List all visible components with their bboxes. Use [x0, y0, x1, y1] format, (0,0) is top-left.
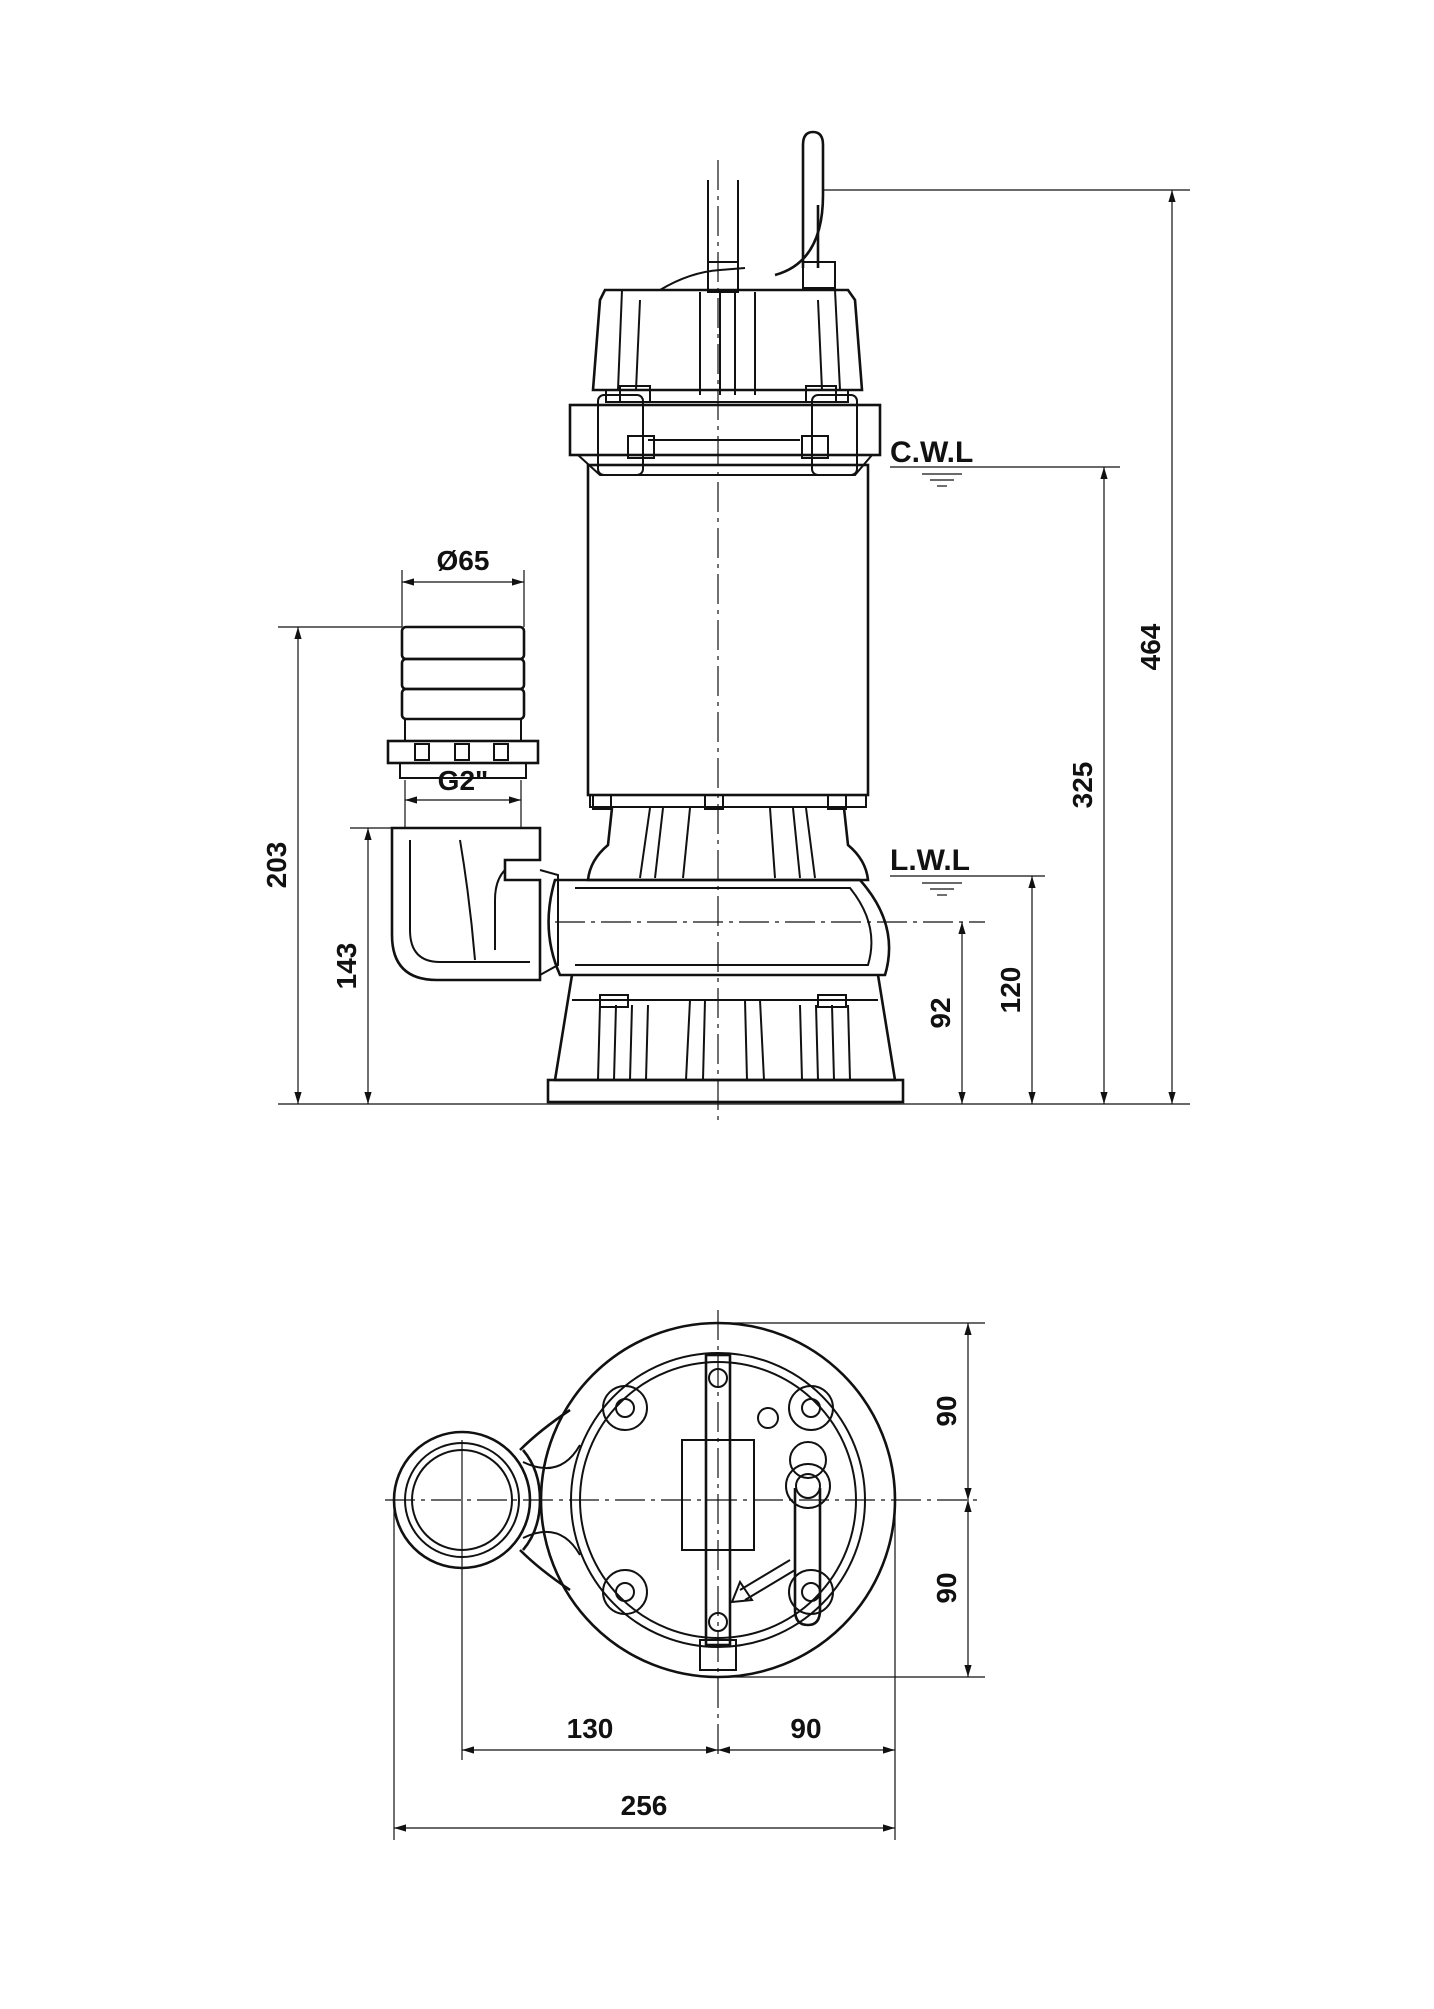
cable-entry-plan — [785, 1441, 831, 1627]
outlet-thread-dimension: G2" — [404, 765, 522, 828]
top-view: 90 90 130 90 256 — [385, 1310, 985, 1840]
outlet-diameter-dimension: Ø65 — [401, 545, 525, 627]
outlet-offset-value: 130 — [567, 1713, 614, 1744]
overall-width-value: 256 — [621, 1790, 668, 1821]
horizontal-offset-dimensions: 130 90 — [461, 1440, 896, 1840]
overall-height-dimension: 464 — [823, 189, 1190, 1104]
motor-body — [586, 463, 870, 810]
lwl-height-dimension: 120 — [995, 876, 1036, 1104]
body-radius-value: 90 — [790, 1713, 821, 1744]
pump-neck — [586, 807, 870, 882]
lwl-label: L.W.L — [890, 844, 970, 877]
cwl-height-value: 325 — [1067, 762, 1098, 809]
handle-plan — [681, 1353, 755, 1671]
inlet-center-height-value: 92 — [925, 997, 956, 1028]
overall-width-dimension: 256 — [393, 1500, 895, 1840]
motor-top-cap — [591, 288, 864, 403]
lower-half-dimension: 90 — [718, 1500, 985, 1678]
inlet-center-height-dimension: 92 — [925, 922, 966, 1104]
base-strainer — [546, 974, 905, 1104]
lower-half-value: 90 — [931, 1572, 962, 1603]
motor-flange — [568, 394, 882, 476]
cwl-height-dimension: 325 — [1067, 467, 1108, 1104]
upper-half-value: 90 — [931, 1395, 962, 1426]
volute-casing — [547, 878, 985, 977]
cable-handle — [659, 130, 836, 293]
cwl-label: C.W.L — [890, 436, 973, 469]
outlet-height-value: 203 — [261, 842, 292, 889]
lwl-marker: L.W.L — [890, 844, 1045, 896]
side-view: Ø65 G2" C.W.L L.W.L 4 — [261, 130, 1190, 1125]
elbow-height-dimension: 143 — [331, 827, 392, 1104]
bolt-lugs — [602, 1368, 834, 1632]
discharge-elbow — [390, 826, 559, 982]
outlet-diameter-label: Ø65 — [437, 545, 490, 576]
hose-coupling — [386, 625, 540, 779]
elbow-height-value: 143 — [331, 943, 362, 990]
cwl-marker: C.W.L — [890, 436, 1120, 487]
outlet-thread-label: G2" — [438, 765, 489, 796]
rotation-arrow-icon — [730, 1559, 796, 1604]
outlet-height-dimension: 203 — [261, 626, 402, 1104]
lwl-height-value: 120 — [995, 967, 1026, 1014]
upper-half-dimension: 90 — [718, 1322, 985, 1500]
overall-height-value: 464 — [1135, 623, 1166, 670]
